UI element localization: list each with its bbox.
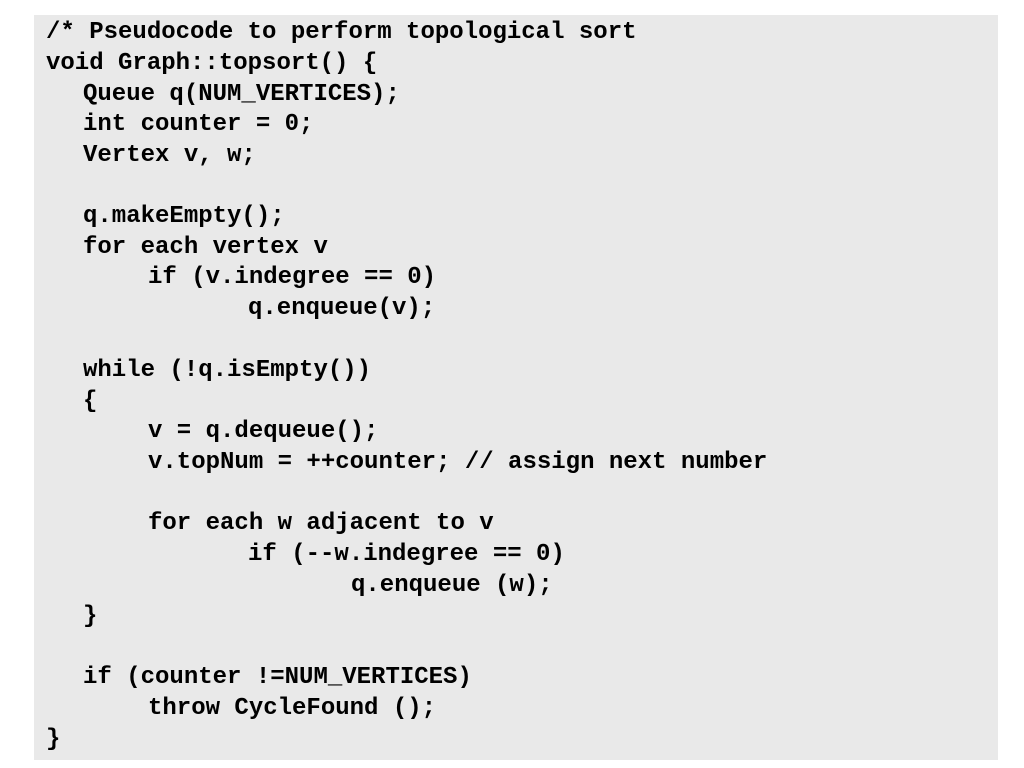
code-line-enqueue-w: q.enqueue (w); <box>351 572 553 599</box>
code-line-while: while (!q.isEmpty()) <box>83 357 372 384</box>
code-line-for-each-adjacent: for each w adjacent to v <box>148 510 494 537</box>
code-line-throw: throw CycleFound (); <box>148 695 437 722</box>
code-line-queue-decl: Queue q(NUM_VERTICES); <box>83 81 400 108</box>
code-line-make-empty: q.makeEmpty(); <box>83 203 285 230</box>
code-line-if-counter: if (counter !=NUM_VERTICES) <box>83 664 472 691</box>
code-line-enqueue-v: q.enqueue(v); <box>248 295 436 322</box>
code-line-vertex-decl: Vertex v, w; <box>83 142 256 169</box>
code-line-counter-decl: int counter = 0; <box>83 111 314 138</box>
code-line-close-brace: } <box>83 603 98 630</box>
code-line-function-signature: void Graph::topsort() { <box>46 50 378 77</box>
code-line-comment: /* Pseudocode to perform topological sor… <box>46 19 637 46</box>
code-line-dequeue: v = q.dequeue(); <box>148 418 379 445</box>
code-line-open-brace: { <box>83 388 98 415</box>
code-line-for-each-vertex: for each vertex v <box>83 234 328 261</box>
code-line-topnum: v.topNum = ++counter; // assign next num… <box>148 449 768 476</box>
code-line-function-end: } <box>46 726 61 753</box>
code-line-if-indegree: if (v.indegree == 0) <box>148 264 437 291</box>
code-line-if-decrement: if (--w.indegree == 0) <box>248 541 565 568</box>
code-panel: /* Pseudocode to perform topological sor… <box>34 15 998 760</box>
